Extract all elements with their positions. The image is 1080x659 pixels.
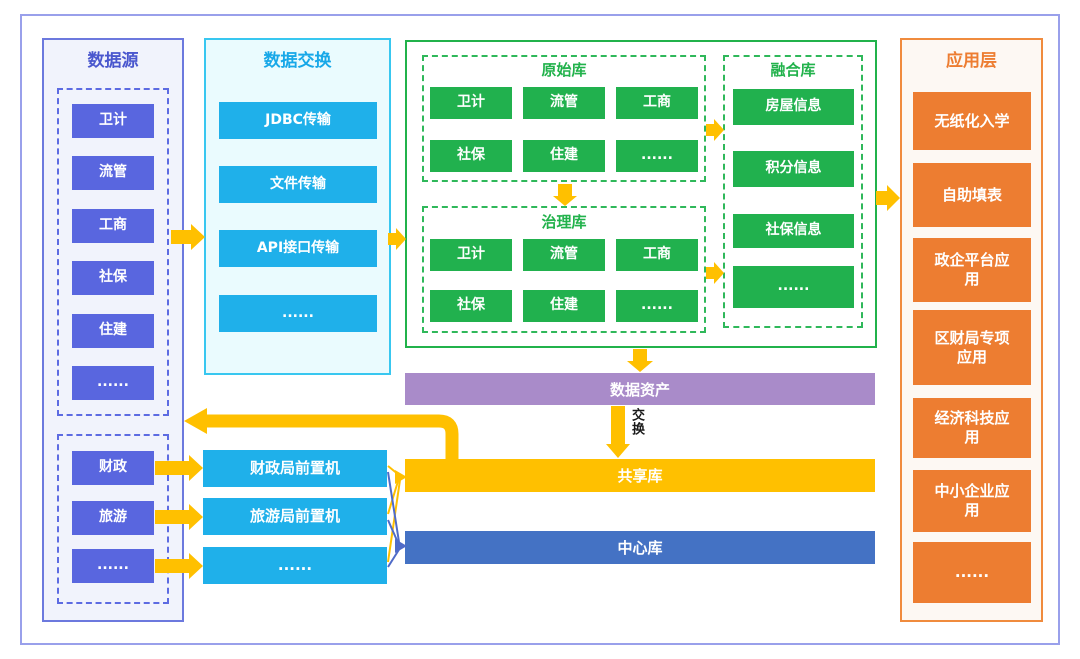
app-item-economy-tech: 经济科技应用 [913,398,1031,458]
app-item-self-service-form: 自助填表 [913,163,1031,227]
governance-db-item: 卫计 [430,239,512,271]
app-item-paperless-enrollment: 无纸化入学 [913,92,1031,150]
raw-db-item: 卫计 [430,87,512,119]
source-item-more: ...... [72,366,154,400]
data-source-group1-dashed-box [57,88,169,416]
governance-db-item: 社保 [430,290,512,322]
fusion-db-title: 融合库 [770,60,816,79]
exchange-item-api: API接口传输 [219,230,377,267]
source-item-zhujian: 住建 [72,314,154,348]
fusion-db-item-more: ...... [733,266,854,308]
governance-db-dashed-box [422,206,706,333]
data-source-title: 数据源 [87,50,139,71]
app-layer-title: 应用层 [946,50,997,71]
source-item-caizheng: 财政 [72,451,154,485]
fusion-db-item-social: 社保信息 [733,214,854,248]
source-item-shebao: 社保 [72,261,154,295]
diagram-outer-frame [20,14,1060,645]
governance-db-item: 流管 [523,239,605,271]
app-item-sme: 中小企业应用 [913,470,1031,532]
fusion-db-dashed-box [723,55,863,328]
exchange-item-more: ...... [219,295,377,332]
frontend-machine-more: ...... [203,547,387,584]
source-item-lvyou: 旅游 [72,501,154,535]
source-item-liuguan: 流管 [72,156,154,190]
exchange-item-file: 文件传输 [219,166,377,203]
governance-db-item: 工商 [616,239,698,271]
share-db-bar: 共享库 [405,459,875,492]
raw-db-title: 原始库 [541,60,587,79]
raw-db-item: 社保 [430,140,512,172]
fusion-db-item-housing: 房屋信息 [733,89,854,125]
source-item-gongshang: 工商 [72,209,154,243]
raw-db-dashed-box [422,55,706,182]
raw-db-item: 流管 [523,87,605,119]
frontend-machine-finance: 财政局前置机 [203,450,387,487]
governance-db-item: 住建 [523,290,605,322]
source-item-weiji: 卫计 [72,104,154,138]
app-item-gov-enterprise-platform: 政企平台应用 [913,238,1031,302]
app-item-more: ...... [913,542,1031,603]
exchange-item-jdbc: JDBC传输 [219,102,377,139]
app-item-district-finance-special: 区财局专项应用 [913,310,1031,385]
raw-db-item: 工商 [616,87,698,119]
data-exchange-title: 数据交换 [263,50,332,71]
frontend-machine-tourism: 旅游局前置机 [203,498,387,535]
raw-db-item: ...... [616,140,698,172]
data-asset-bar: 数据资产 [405,373,875,405]
governance-db-title: 治理库 [541,212,587,231]
raw-db-item: 住建 [523,140,605,172]
center-db-bar: 中心库 [405,531,875,564]
fusion-db-item-points: 积分信息 [733,151,854,187]
governance-db-item: ...... [616,290,698,322]
source-item-more2: ...... [72,549,154,583]
exchange-flow-label: 交换 [629,408,644,436]
